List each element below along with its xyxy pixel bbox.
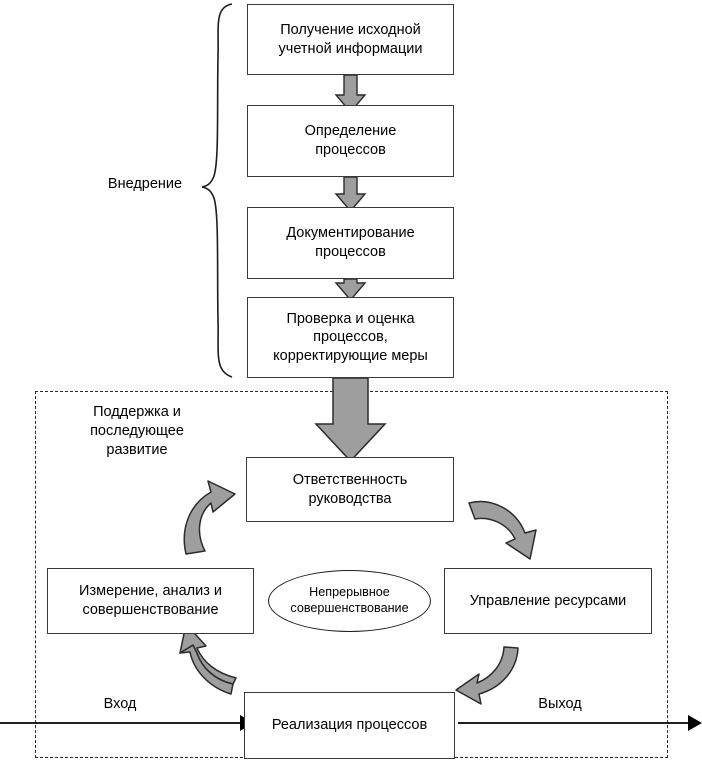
step-box-4[interactable]: Проверка и оценка процессов, корректирую… [247,297,454,378]
support-region-label: Поддержка и последующее развитие [90,404,184,458]
step-arrow-1-2 [334,74,367,114]
step-box-2[interactable]: Определение процессов [247,105,454,177]
flow-input-label: Вход [103,696,137,712]
cycle-arrow-left-up [183,480,236,555]
cycle-arrow-right-down-left [455,646,519,705]
step-arrow-3-4 [334,278,367,302]
step-arrow-2-3 [334,176,367,213]
node-box-measurement-analysis-improvement[interactable]: Измерение, анализ и совершенствование [47,568,254,634]
node-box-process-realization[interactable]: Реализация процессов [244,692,455,759]
cycle-arrow-bottom-left-up [179,623,237,695]
step-box-3[interactable]: Документирование процессов [247,207,454,279]
cycle-arrow-right-down [468,500,537,560]
implementation-to-support-arrow [314,377,387,463]
implementation-group-label: Внедрение [107,176,183,192]
flow-output-label: Выход [538,696,582,712]
node-box-management-responsibility[interactable]: Ответственность руководства [246,457,454,522]
output-arrowhead [688,715,702,731]
node-box-resource-management[interactable]: Управление ресурсами [444,568,652,634]
implementation-brace [201,3,233,378]
step-box-1[interactable]: Получение исходной учетной информации [247,4,454,75]
node-ellipse-continuous-improvement[interactable]: Непрерывное совершенствование [268,570,431,632]
